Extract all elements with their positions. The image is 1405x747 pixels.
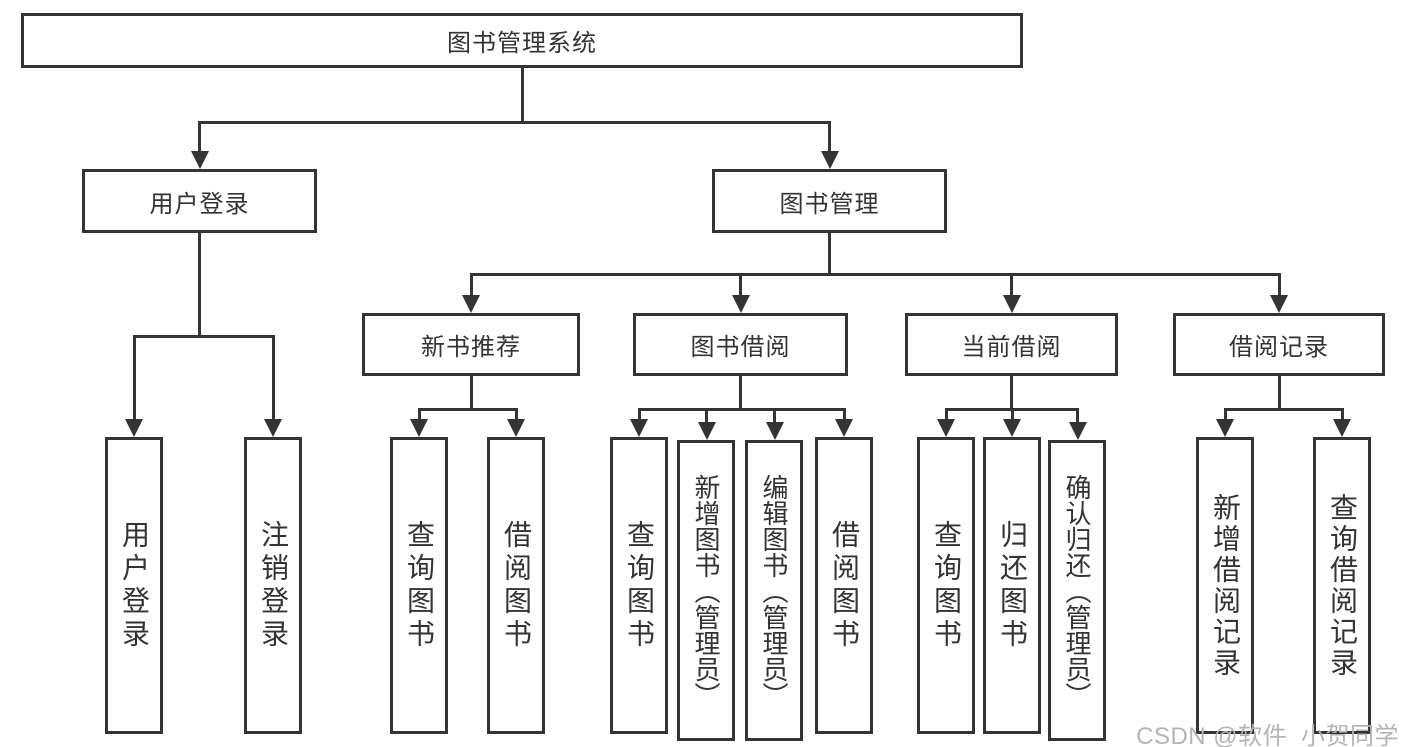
- arrow-down-icon: [125, 335, 143, 437]
- leaf-query-borrow-record: 查询借阅记录: [1313, 437, 1371, 734]
- leaf-add-book-admin-label: 新增图书（管理员）: [691, 473, 721, 708]
- arrow-down-icon: [731, 273, 750, 313]
- leaf-query-books-borrowing: 查询图书: [610, 437, 668, 734]
- leaf-user-login-label: 用户登录: [119, 519, 150, 652]
- arrow-down-icon: [765, 408, 784, 440]
- leaf-confirm-return-admin: 确认归还（管理员）: [1048, 440, 1106, 741]
- arrow-down-icon: [410, 408, 428, 437]
- node-current-borrowing: 当前借阅: [905, 313, 1118, 376]
- arrow-down-icon: [462, 273, 480, 313]
- arrow-down-icon: [697, 408, 716, 440]
- leaf-query-books-recommend: 查询图书: [390, 437, 448, 734]
- connector-line: [520, 68, 524, 121]
- node-book-management-label: 图书管理: [779, 190, 880, 218]
- leaf-edit-book-admin: 编辑图书（管理员）: [745, 440, 803, 741]
- arrow-down-icon: [937, 408, 955, 437]
- arrow-down-icon: [1003, 408, 1021, 437]
- leaf-query-books-borrowing-label: 查询图书: [624, 519, 655, 652]
- leaf-confirm-return-admin-label: 确认归还（管理员）: [1062, 473, 1092, 708]
- leaf-logout: 注销登录: [244, 437, 302, 734]
- node-new-book-recommend: 新书推荐: [362, 313, 580, 376]
- leaf-add-borrow-record: 新增借阅记录: [1196, 437, 1254, 734]
- connector-line: [828, 233, 831, 273]
- leaf-query-books-recommend-label: 查询图书: [404, 519, 435, 652]
- arrow-down-icon: [264, 335, 282, 437]
- connector-line: [469, 273, 1281, 276]
- leaf-borrow-books-recommend: 借阅图书: [487, 437, 545, 734]
- node-new-book-recommend-label: 新书推荐: [421, 334, 521, 361]
- arrow-down-icon: [190, 121, 209, 169]
- leaf-query-books-current-label: 查询图书: [931, 519, 962, 652]
- connector-line: [469, 376, 473, 408]
- arrow-down-icon: [820, 121, 839, 169]
- connector-line: [1277, 376, 1281, 408]
- csdn-watermark: CSDN @软件_小贺同学: [1136, 723, 1399, 747]
- leaf-borrow-books-recommend-label: 借阅图书: [501, 519, 532, 652]
- node-user-login-label: 用户登录: [149, 190, 250, 218]
- arrow-down-icon: [1002, 273, 1021, 313]
- leaf-query-books-current: 查询图书: [917, 437, 975, 734]
- node-borrowing-records: 借阅记录: [1173, 313, 1385, 376]
- node-book-borrowing: 图书借阅: [633, 313, 848, 376]
- leaf-add-borrow-record-label: 新增借阅记录: [1210, 492, 1241, 679]
- node-current-borrowing-label: 当前借阅: [961, 334, 1062, 361]
- arrow-down-icon: [630, 408, 648, 437]
- arrow-down-icon: [835, 408, 853, 437]
- leaf-borrow-books-borrowing: 借阅图书: [815, 437, 873, 734]
- node-library-system: 图书管理系统: [21, 13, 1023, 68]
- arrow-down-icon: [1068, 408, 1087, 440]
- connector-line: [739, 376, 742, 408]
- leaf-edit-book-admin-label: 编辑图书（管理员）: [759, 473, 789, 708]
- connector-line: [1223, 408, 1344, 411]
- connector-line: [637, 408, 846, 411]
- leaf-user-login: 用户登录: [105, 437, 163, 734]
- leaf-borrow-books-borrowing-label: 借阅图书: [829, 519, 860, 652]
- leaf-logout-label: 注销登录: [258, 519, 289, 652]
- connector-line: [417, 408, 518, 411]
- node-book-management: 图书管理: [712, 169, 947, 233]
- arrow-down-icon: [1216, 408, 1234, 437]
- leaf-return-books: 归还图书: [983, 437, 1041, 734]
- leaf-add-book-admin: 新增图书（管理员）: [677, 440, 735, 741]
- leaf-return-books-label: 归还图书: [997, 519, 1028, 652]
- node-user-login: 用户登录: [82, 169, 317, 233]
- arrow-down-icon: [1333, 408, 1351, 437]
- node-borrowing-records-label: 借阅记录: [1229, 334, 1329, 361]
- arrow-down-icon: [507, 408, 525, 437]
- connector-line: [132, 335, 275, 338]
- leaf-query-borrow-record-label: 查询借阅记录: [1327, 492, 1358, 679]
- node-book-borrowing-label: 图书借阅: [690, 334, 791, 361]
- node-library-system-label: 图书管理系统: [447, 30, 597, 57]
- connector-line: [198, 121, 831, 124]
- connector-line: [1010, 376, 1013, 408]
- connector-line: [198, 233, 201, 335]
- arrow-down-icon: [1270, 273, 1288, 313]
